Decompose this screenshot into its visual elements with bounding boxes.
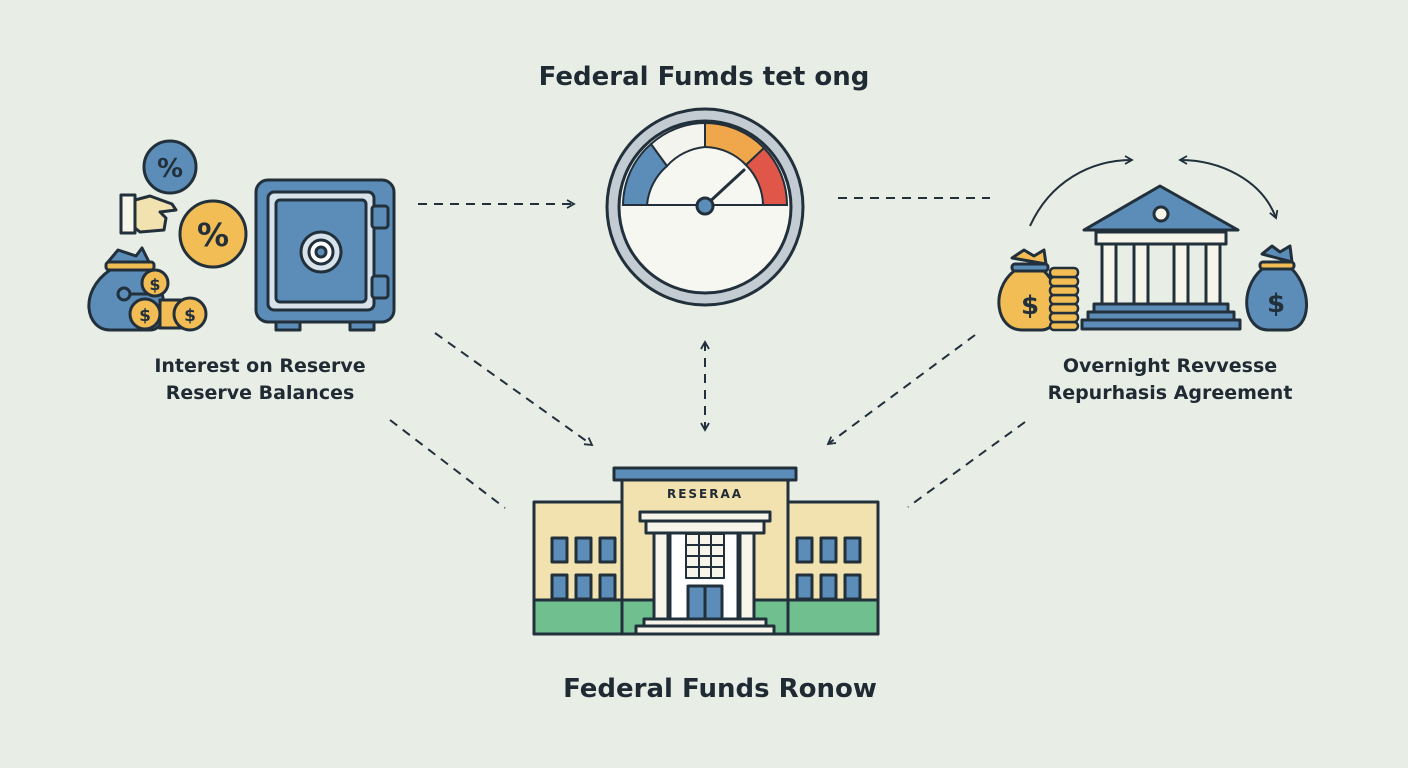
overnight-repo-label: Overnight Revvesse Repurhasis Agreement: [1015, 353, 1325, 407]
bank-title: Federal Funds Ronow: [563, 674, 877, 704]
svg-text:$: $: [1267, 289, 1285, 319]
gauge-icon: [605, 107, 805, 307]
pointing-hand-icon: [119, 193, 178, 235]
gauge-title: Federal Fumds tet ong: [538, 62, 870, 92]
interest-on-reserve-label-line2: Reserve Balances: [165, 382, 355, 404]
arrow-safe-to-bank: [434, 332, 594, 447]
line-left-to-bank: [389, 419, 506, 509]
svg-text:$: $: [149, 275, 160, 294]
coin-stack-icon: $ $ $: [128, 268, 208, 332]
gold-money-bag-icon: $: [997, 248, 1061, 332]
overnight-repo-label-line2: Repurhasis Agreement: [1047, 382, 1293, 404]
cycle-arrows-icon: [1029, 155, 1279, 227]
gold-coin-stack-icon: [1048, 266, 1080, 332]
reserve-bank-building-icon: [532, 466, 880, 636]
arrow-repo-to-bank: [826, 334, 976, 446]
blue-money-bag-icon: $: [1245, 244, 1308, 332]
percent-coin-icon: %: [178, 199, 248, 269]
bank-building-icon: [1080, 184, 1242, 331]
vault-safe-icon: [254, 178, 396, 332]
svg-text:%: %: [157, 154, 183, 184]
svg-text:$: $: [184, 306, 196, 326]
connectors: [389, 197, 1026, 509]
interest-on-reserve-label-line1: Interest on Reserve: [154, 355, 366, 377]
svg-text:$: $: [139, 306, 151, 326]
line-right-to-bank: [907, 421, 1026, 508]
svg-text:%: %: [197, 216, 229, 254]
overnight-repo-label-line1: Overnight Revvesse: [1062, 355, 1278, 377]
interest-on-reserve-label: Interest on Reserve Reserve Balances: [110, 353, 410, 407]
svg-text:$: $: [1021, 291, 1039, 321]
bank-sign: RESERAA: [666, 487, 744, 501]
percent-icon: %: [142, 139, 198, 195]
